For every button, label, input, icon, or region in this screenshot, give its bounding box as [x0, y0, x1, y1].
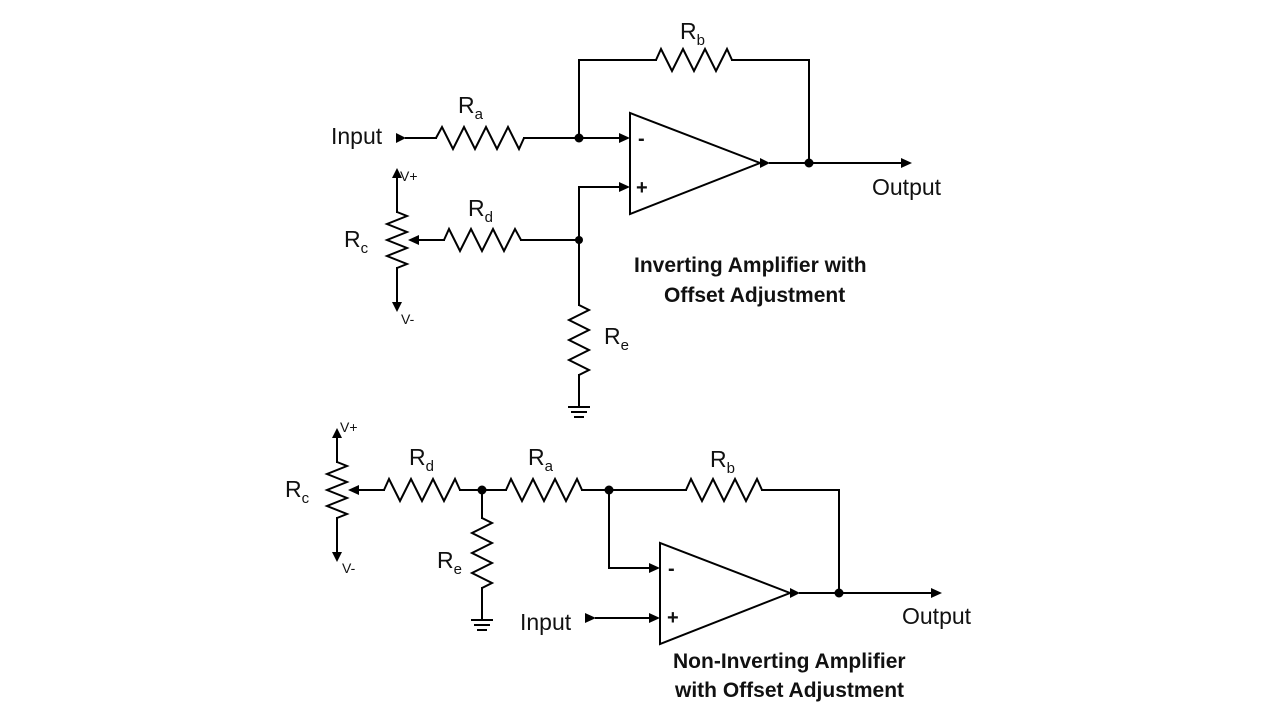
- resistor-ra-label: Ra: [528, 444, 554, 475]
- vplus-arrow: [332, 428, 342, 438]
- opamp-inverting: [629, 111, 763, 216]
- inverting-input-arrow: [649, 563, 660, 573]
- noninverting-input-arrow: [619, 182, 630, 192]
- opamp-noninverting: [659, 541, 793, 646]
- vminus-arrow: [392, 302, 402, 312]
- resistor-re-label: Re: [437, 547, 462, 578]
- resistor-rb-label: Rb: [680, 18, 705, 49]
- resistor-re: [566, 304, 592, 376]
- input-label: Input: [331, 123, 383, 149]
- output-arrow: [931, 588, 942, 598]
- vplus-label: V+: [400, 168, 418, 184]
- inverting-input-arrow: [619, 133, 630, 143]
- vplus-label: V+: [340, 419, 358, 435]
- opamp-minus-sign: -: [668, 558, 675, 580]
- resistor-re: [469, 517, 495, 589]
- vminus-label: V-: [342, 560, 356, 576]
- ground-icon: [471, 619, 493, 631]
- noninverting-input-arrow: [649, 613, 660, 623]
- opamp-plus-sign: +: [636, 177, 648, 199]
- resistor-rb-label: Rb: [710, 446, 735, 477]
- output-label: Output: [872, 174, 942, 200]
- diagram-title-line1: Inverting Amplifier with: [634, 254, 867, 277]
- vminus-label: V-: [401, 311, 415, 327]
- resistor-ra-label: Ra: [458, 92, 484, 123]
- resistor-ra: [435, 124, 525, 152]
- vminus-arrow: [332, 552, 342, 562]
- inverting-input-wire: [608, 489, 651, 569]
- resistor-ra: [505, 476, 583, 504]
- resistor-rc-potentiometer: [384, 211, 410, 269]
- junction-node: [804, 158, 814, 168]
- feedback-left-wire: [578, 59, 657, 139]
- resistor-rc-label: Rc: [285, 476, 310, 507]
- feedback-right-wire: [761, 489, 840, 594]
- output-arrow: [901, 158, 912, 168]
- opamp-output-arrow: [760, 158, 770, 168]
- opamp-plus-sign: +: [667, 607, 679, 629]
- junction-node: [834, 588, 844, 598]
- inverting-amplifier-circuit: Input Ra Rb - + Output Rd: [331, 18, 942, 418]
- input-arrow: [585, 613, 596, 623]
- resistor-rb: [685, 476, 763, 504]
- resistor-rb: [655, 46, 733, 74]
- diagram-title-line1: Non-Inverting Amplifier: [673, 650, 906, 673]
- resistor-rd-label: Rd: [468, 195, 493, 226]
- resistor-rd: [383, 476, 461, 504]
- junction-node: [604, 485, 614, 495]
- noninverting-input-wire: [578, 186, 621, 241]
- resistor-re-label: Re: [604, 323, 629, 354]
- opamp-output-arrow: [790, 588, 800, 598]
- diagram-title-line2: with Offset Adjustment: [674, 679, 904, 702]
- resistor-rc-label: Rc: [344, 226, 369, 257]
- wiper-arrow: [408, 235, 419, 245]
- output-label: Output: [902, 603, 972, 629]
- resistor-rc-potentiometer: [324, 461, 350, 519]
- junction-node: [477, 485, 487, 495]
- noninverting-amplifier-circuit: V+ V- Rc Rd Re Ra Rb - +: [285, 419, 972, 702]
- diagram-title-line2: Offset Adjustment: [664, 284, 845, 307]
- input-label: Input: [520, 609, 572, 635]
- ground-icon: [568, 406, 590, 418]
- junction-node: [574, 133, 584, 143]
- opamp-minus-sign: -: [638, 128, 645, 150]
- resistor-rd: [443, 226, 522, 254]
- junction-node: [575, 236, 583, 244]
- resistor-rd-label: Rd: [409, 444, 434, 475]
- wiper-arrow: [348, 485, 359, 495]
- vplus-arrow: [392, 168, 402, 178]
- input-arrow: [396, 133, 406, 143]
- feedback-right-wire: [731, 59, 810, 164]
